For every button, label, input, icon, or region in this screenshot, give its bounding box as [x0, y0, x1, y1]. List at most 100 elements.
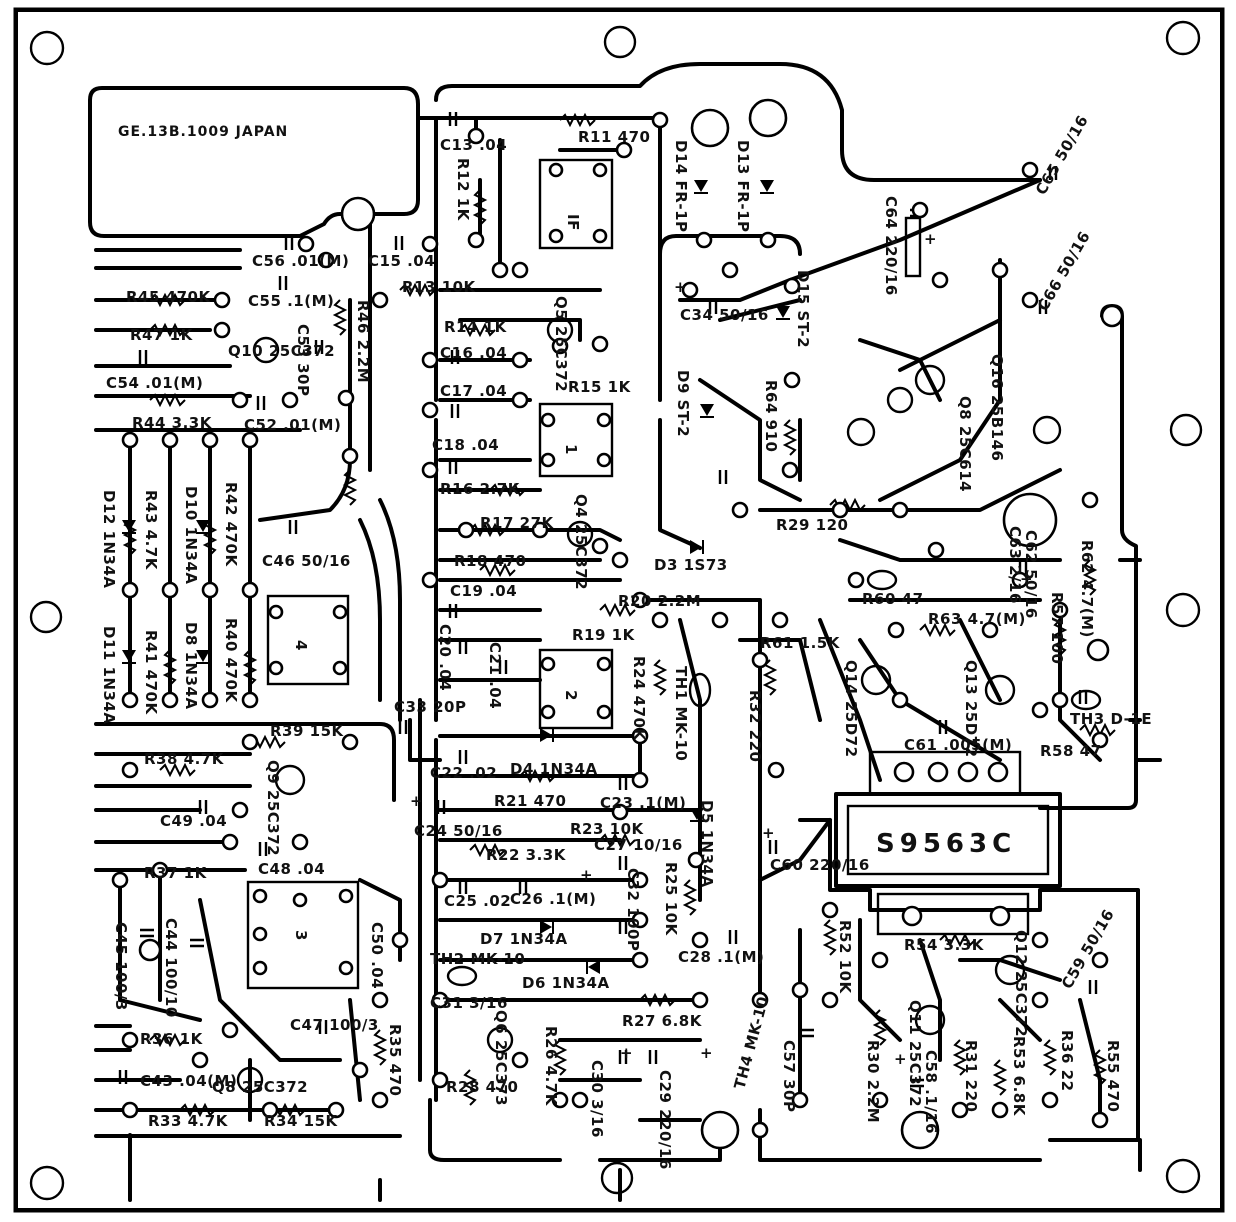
solder-pads [111, 111, 1109, 1139]
svg-text:+: + [1020, 570, 1033, 588]
component-label: R16 2.7K [440, 480, 521, 498]
component-label: R55 470 [1104, 1040, 1122, 1112]
component-label: R39 15K [270, 722, 345, 740]
component-label: R45 470K [126, 288, 211, 306]
diode-symbols [122, 180, 790, 974]
svg-text:+: + [410, 792, 423, 810]
component-label: R33 4.7K [148, 1112, 229, 1130]
svg-text:+: + [894, 1050, 907, 1068]
capacitor-symbols [118, 112, 1098, 1088]
component-label: C65 50/16 [1032, 112, 1092, 198]
component-label: C27 10/16 [594, 836, 683, 854]
component-label: D9 ST-2 [674, 370, 692, 437]
component-label: R21 470 [494, 792, 566, 810]
component-label: R17 27K [480, 514, 555, 532]
component-label: C15 .04 [368, 252, 435, 270]
large-pads [138, 98, 1124, 1150]
component-label: R28 470 [446, 1078, 518, 1096]
component-label: R54 3.3K [904, 936, 985, 954]
component-label: C44 100/10 [162, 918, 180, 1018]
component-label: C30 3/16 [588, 1060, 606, 1138]
component-label: C28 .1(M) [678, 948, 764, 966]
resistor-symbols [122, 112, 1116, 1118]
board-outline [14, 8, 1224, 1212]
component-label: C48 .04 [258, 860, 325, 878]
if-transformers: IF 1 2 4 3 [246, 158, 614, 990]
polarity-marks: + + + + + + + + + [410, 230, 1033, 1068]
component-label: R57 100 [1048, 592, 1066, 664]
component-label: R14 1K [444, 318, 508, 336]
component-label: D11 1N34A [100, 626, 118, 725]
component-label: TH3 D-1E [1070, 710, 1152, 728]
routing-traces [118, 116, 1102, 1122]
component-label: R18 470 [454, 552, 526, 570]
component-label: C60 220/16 [770, 856, 870, 874]
component-label: TH2 MK-10 [430, 950, 525, 968]
board-outline-inner [13, 7, 1225, 1213]
component-label: Q14 25D72 [842, 660, 860, 758]
svg-text:3: 3 [292, 930, 310, 941]
component-label: C54 .01(M) [106, 374, 203, 392]
component-label: R52 10K [836, 920, 854, 995]
component-label: TH1 MK-10 [672, 666, 690, 761]
component-label: R36 22 [1058, 1030, 1076, 1092]
component-label: R34 15K [264, 1112, 339, 1130]
component-label: R63 4.7(M) [928, 610, 1026, 628]
component-label: R53 6.8K [1010, 1036, 1028, 1117]
component-label: C56 .01(M) [252, 252, 349, 270]
component-label: C18 .04 [432, 436, 499, 454]
component-label: C24 50/16 [414, 822, 503, 840]
component-label: R41 470K [142, 630, 160, 715]
component-label: R35 470 [386, 1024, 404, 1096]
component-label: C43 .04(M) [140, 1072, 237, 1090]
component-label: D3 1S73 [654, 556, 728, 574]
component-label: C31 3/16 [430, 994, 508, 1012]
component-label: C29 220/16 [656, 1070, 674, 1170]
component-label: C59 50/16 [1058, 906, 1118, 992]
component-label: R61 1.5K [760, 634, 841, 652]
component-label: R20 2.2M [618, 592, 701, 610]
component-label: C57 30P [780, 1040, 798, 1112]
component-label: C61 .005(M) [904, 736, 1012, 754]
component-label: C32 100P [624, 868, 642, 951]
component-label: R62 4.7(M) [1078, 540, 1096, 638]
component-label: Q4 25C372 [572, 494, 590, 590]
component-label: C25 .02 [444, 892, 511, 910]
component-label: C46 50/16 [262, 552, 351, 570]
component-label: Q16 25B146 [988, 354, 1006, 461]
electrolytic-capacitor-body [904, 216, 922, 278]
component-label: Q8 25C614 [956, 396, 974, 492]
component-label: D10 1N34A [182, 486, 200, 585]
copper-outlines [88, 62, 1162, 1202]
component-label: C45 100/3 [112, 922, 130, 1011]
component-label: D7 1N34A [480, 930, 568, 948]
component-label: C49 .04 [160, 812, 227, 830]
mounting-holes [29, 20, 1203, 1201]
component-label: R64 910 [762, 380, 780, 452]
component-label: Q6 25C373 [492, 1010, 510, 1106]
component-label: R29 120 [776, 516, 848, 534]
component-label: D4 1N34A [510, 760, 598, 778]
component-label: C23 .1(M) [600, 794, 686, 812]
component-label: C50 .04 [368, 922, 386, 989]
component-label: R36 1K [140, 1030, 204, 1048]
component-label: Q10 25C372 [228, 342, 335, 360]
component-label: C52 .01(M) [244, 416, 341, 434]
svg-text:+: + [762, 824, 775, 842]
component-label: R12 1K [454, 158, 472, 222]
board-header: GE.13B.1009 JAPAN [118, 124, 288, 140]
component-label: C62 50/16 [1022, 530, 1040, 619]
component-label: C64 220/16 [882, 196, 900, 296]
component-label: D12 1N34A [100, 490, 118, 589]
svg-text:1: 1 [562, 444, 580, 455]
component-label: R24 470K [630, 656, 648, 741]
component-label: C55 .1(M) [248, 292, 334, 310]
component-label: C34 50/16 [680, 306, 769, 324]
component-label: R60 47 [862, 590, 924, 608]
component-label: R31 220 [962, 1040, 980, 1112]
component-label: C58 .1/16 [922, 1050, 940, 1134]
component-label: R19 1K [572, 626, 636, 644]
component-label: R37 1K [144, 864, 208, 882]
component-label: C20 .04 [436, 624, 454, 691]
